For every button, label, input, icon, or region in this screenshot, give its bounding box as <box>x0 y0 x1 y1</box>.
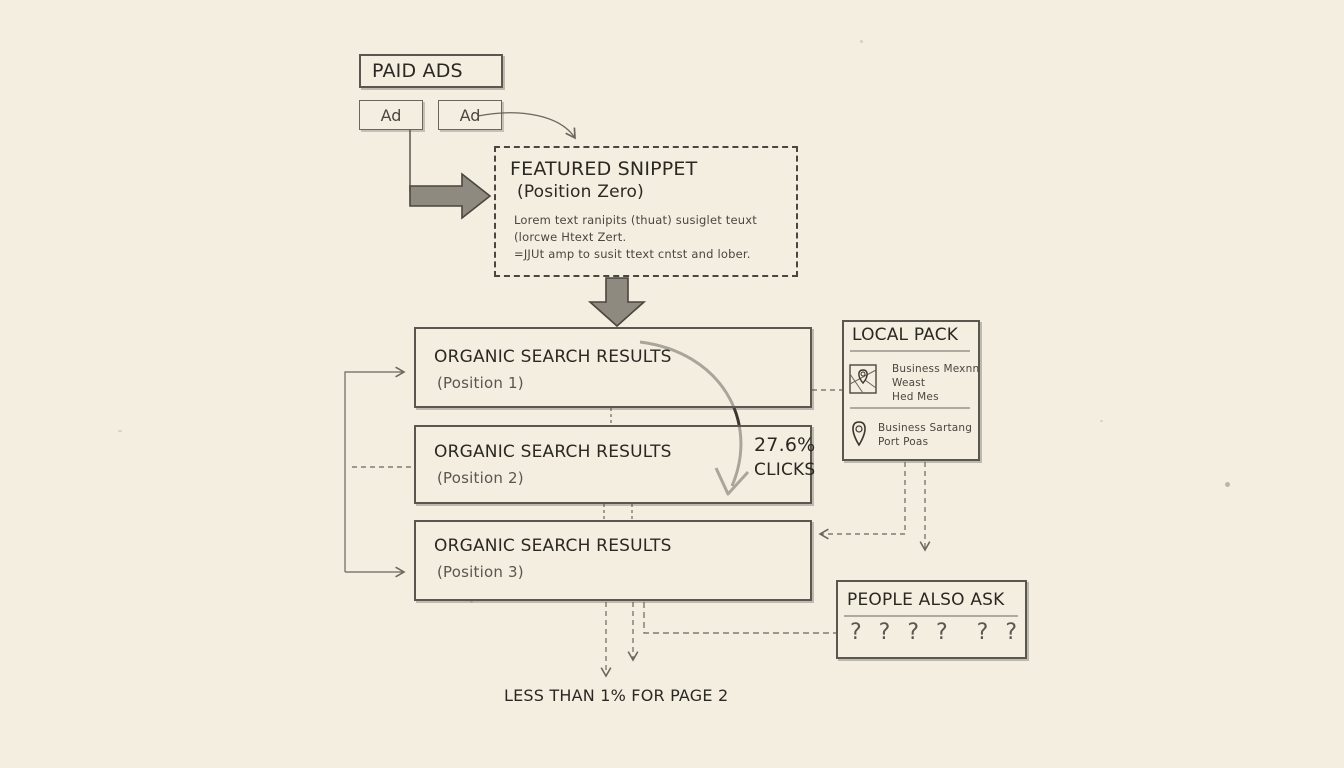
paper-speck <box>860 40 863 43</box>
organic-result-2-box <box>414 425 812 504</box>
organic-result-1-position: (Position 1) <box>437 374 524 392</box>
local-entry-2-line-1: Business Sartang <box>878 422 973 434</box>
paper-speck <box>118 430 122 432</box>
organic-result-3-title: ORGANIC SEARCH RESULTS <box>434 536 672 556</box>
featured-snippet-title: FEATURED SNIPPET <box>510 158 698 180</box>
clicks-label: CLICKS <box>754 460 816 480</box>
local-entry-2-line-2: Port Poas <box>878 436 929 448</box>
paid-ads-label: PAID ADS <box>372 60 463 82</box>
featured-snippet-subtitle: (Position Zero) <box>517 182 644 202</box>
ad-to-snippet-arrow <box>477 112 576 140</box>
snippet-line-3: =JJUt amp to susit ttext cntst and lober… <box>514 247 751 261</box>
local-entry-1-line-2: Weast <box>892 377 926 389</box>
big-down-arrow <box>587 277 647 328</box>
local-pack-divider <box>850 350 970 409</box>
paper-speck <box>1225 482 1230 487</box>
snippet-line-2: (lorcwe Htext Zert. <box>514 230 627 244</box>
featured-snippet-box <box>494 146 798 277</box>
location-pin-icon <box>852 421 866 447</box>
left-loop-top <box>344 366 406 572</box>
organic-result-1-box <box>414 327 812 408</box>
clicks-percent: 27.6% <box>754 434 816 456</box>
organic-result-3-box <box>414 520 812 601</box>
local-entry-1-line-3: Hed Mes <box>892 391 939 403</box>
paid-ads-box <box>359 54 503 88</box>
local-pack-box <box>842 320 980 461</box>
localpack-to-pos3 <box>818 462 906 540</box>
big-right-arrow <box>409 172 492 220</box>
page-2-note: LESS THAN 1% FOR PAGE 2 <box>504 686 729 705</box>
people-also-ask-box <box>836 580 1027 659</box>
paper-speck <box>470 600 473 603</box>
map-icon <box>849 364 877 394</box>
organic-result-3-position: (Position 3) <box>437 563 524 581</box>
paa-question-marks: ? ? ? ? ? ? <box>850 620 1023 645</box>
local-pack-title: LOCAL PACK <box>852 325 959 345</box>
ad-box-2: Ad <box>438 100 502 130</box>
organic-result-1-title: ORGANIC SEARCH RESULTS <box>434 347 672 367</box>
local-entry-1-line-1: Business Mexnn <box>892 363 980 375</box>
organic-result-2-title: ORGANIC SEARCH RESULTS <box>434 442 672 462</box>
people-also-ask-title: PEOPLE ALSO ASK <box>847 590 1005 610</box>
paper-speck <box>1100 420 1103 422</box>
snippet-line-1: Lorem text ranipits (thuat) susiglet teu… <box>514 213 757 227</box>
ad-box-1: Ad <box>359 100 423 130</box>
paa-divider <box>844 615 1018 617</box>
organic-result-2-position: (Position 2) <box>437 469 524 487</box>
pos3-to-paa-line <box>643 602 836 634</box>
